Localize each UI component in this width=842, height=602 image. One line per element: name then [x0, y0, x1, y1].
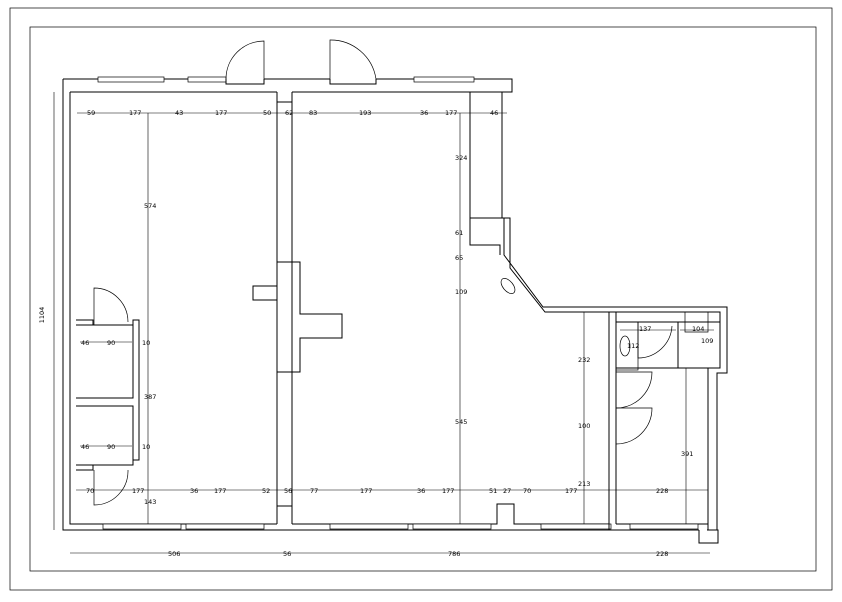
dimension-lines: [53, 92, 714, 554]
dim-top-7: 83: [309, 109, 317, 117]
dim-closet-upper-1: 46: [81, 339, 89, 347]
sheet-outer-border: [9, 7, 833, 591]
dim-width-3: 786: [448, 550, 460, 558]
dim-closet-upper-3: 10: [142, 339, 150, 347]
dim-closet-upper-2: 90: [107, 339, 115, 347]
closet-door-upper: [93, 287, 129, 325]
dim-bottom-15: 228: [656, 487, 668, 495]
window-bottom-3: [329, 523, 409, 530]
dim-width-4: 228: [656, 550, 668, 558]
dim-closet-lower-2: 90: [107, 443, 115, 451]
dim-top-11: 46: [490, 109, 498, 117]
dim-bottom-2: 177: [132, 487, 144, 495]
dim-bottom-12: 27: [503, 487, 511, 495]
dims-overall-widths: 506 56 786 228: [168, 550, 668, 558]
dim-closet-lower-3: 10: [142, 443, 150, 451]
dim-bottom-9: 36: [417, 487, 425, 495]
dim-top-6: 62: [285, 109, 293, 117]
window-bottom-5: [540, 523, 612, 530]
dims-right-room: 324 61 65 109 545: [455, 154, 467, 426]
left-closets: [76, 287, 140, 506]
dim-top-3: 43: [175, 109, 183, 117]
window-bottom-4: [412, 523, 492, 530]
dim-right-4: 109: [455, 288, 467, 296]
dim-top-10: 177: [445, 109, 457, 117]
top-openings: [97, 76, 475, 85]
dim-bottom-3: 36: [190, 487, 198, 495]
dim-left-lower-height: 387: [144, 393, 156, 401]
dim-right-5: 545: [455, 418, 467, 426]
window-bottom-6: [629, 523, 699, 530]
dim-bath-4: 109: [701, 337, 713, 345]
dim-bath-3: 104: [692, 325, 704, 333]
dims-bottom-row: 70 177 36 177 52 56 77 177 36 177 51 27 …: [86, 487, 668, 495]
right-wing-interior: [500, 278, 720, 530]
dim-bottom-14: 177: [565, 487, 577, 495]
dim-top-9: 36: [420, 109, 428, 117]
dim-width-1: 506: [168, 550, 180, 558]
bath-toilet-icon: [619, 335, 631, 357]
dim-left-room-height: 574: [144, 202, 156, 210]
dim-bottom-7: 77: [310, 487, 318, 495]
central-partition: [252, 92, 343, 524]
entry-doors: [225, 39, 377, 80]
dim-top-2: 177: [129, 109, 141, 117]
dim-bottom-1: 70: [86, 487, 94, 495]
entry-door-left: [225, 40, 265, 80]
dims-left-room: 574 387 143 46 90 10 46 90 10: [81, 202, 156, 506]
dim-wing-1: 232: [578, 356, 590, 364]
exterior-walls: [62, 78, 728, 544]
closet-door-lower: [93, 469, 129, 506]
dim-bath-2: 112: [627, 342, 639, 350]
corner-fixture-icon: [500, 278, 516, 294]
door-openings-top: [225, 79, 377, 85]
dim-right-1: 324: [455, 154, 467, 162]
window-bottom-2: [185, 523, 265, 530]
dim-bottom-10: 177: [442, 487, 454, 495]
dim-closet-lower-1: 46: [81, 443, 89, 451]
dim-bottom-5: 52: [262, 487, 270, 495]
window-bottom-1: [102, 523, 182, 530]
dim-bath-1: 137: [639, 325, 651, 333]
dim-width-2: 56: [283, 550, 291, 558]
dim-bottom-4: 177: [214, 487, 226, 495]
dim-bottom-8: 177: [360, 487, 372, 495]
wing-door-upper: [615, 371, 653, 409]
dim-bottom-13: 70: [523, 487, 531, 495]
dim-bottom-6: 56: [284, 487, 292, 495]
window-top-2: [187, 76, 227, 83]
bottom-openings: [102, 523, 699, 530]
wing-door-lower: [615, 407, 653, 445]
dim-right-3: 65: [455, 254, 463, 262]
dim-wing-2: 100: [578, 422, 590, 430]
window-top-1: [97, 76, 165, 83]
dims-right-wing: 232 100 213 137 112 104 109 391: [578, 325, 713, 488]
dim-top-5: 50: [263, 109, 271, 117]
dim-top-8: 193: [359, 109, 371, 117]
dim-top-1: 59: [87, 109, 95, 117]
dim-right-2: 61: [455, 229, 463, 237]
dim-left-bottom-height: 143: [144, 498, 156, 506]
bath-door: [637, 322, 673, 359]
bath-sink: [684, 312, 709, 333]
sheet-inner-border: [29, 26, 817, 572]
dim-wing-room-height: 391: [681, 450, 693, 458]
entry-door-right: [329, 39, 377, 80]
window-top-3: [413, 76, 475, 83]
dim-bottom-11: 51: [489, 487, 497, 495]
dim-overall-height: 1104: [38, 307, 46, 324]
dims-top-row: 59 177 43 177 50 62 83 193 36 177 46: [87, 109, 498, 117]
dim-top-4: 177: [215, 109, 227, 117]
dim-wing-3: 213: [578, 480, 590, 488]
